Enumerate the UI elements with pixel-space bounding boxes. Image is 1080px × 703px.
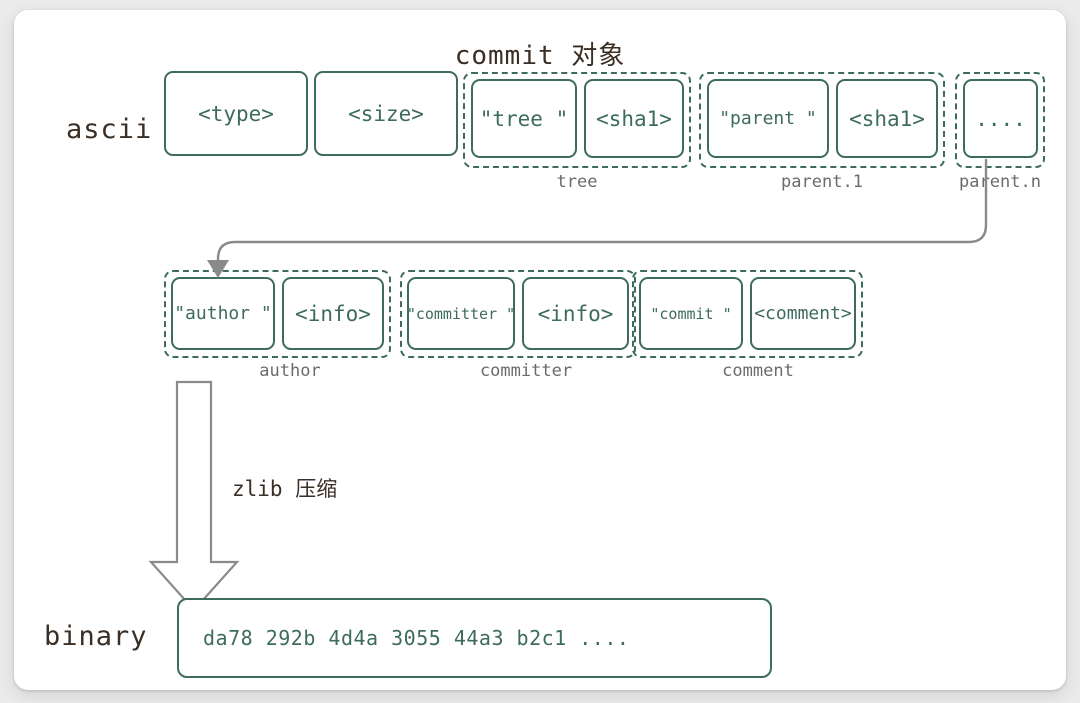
parent-sha1-box: <sha1> bbox=[836, 79, 938, 158]
tree-key-box: "tree " bbox=[471, 79, 577, 158]
binary-value-box: da78 292b 4d4a 3055 44a3 b2c1 .... bbox=[177, 598, 772, 678]
row-label-binary: binary bbox=[44, 621, 148, 652]
tree-sha1-box: <sha1> bbox=[584, 79, 684, 158]
committer-group bbox=[400, 270, 636, 358]
parent-n-box: .... bbox=[963, 79, 1038, 158]
author-group-label: author bbox=[259, 361, 321, 381]
parentn-group-label: parent.n bbox=[959, 172, 1041, 192]
author-key-box: "author " bbox=[171, 277, 275, 350]
tree-group-label: tree bbox=[556, 172, 598, 192]
parent1-group-label: parent.1 bbox=[781, 172, 863, 192]
parentn-group bbox=[955, 72, 1045, 168]
author-info-box: <info> bbox=[282, 277, 384, 350]
committer-info-box: <info> bbox=[522, 277, 629, 350]
page-title: commit 对象 bbox=[454, 41, 626, 71]
committer-key-box: "committer " bbox=[407, 277, 515, 350]
row-label-ascii: ascii bbox=[66, 114, 153, 145]
committer-group-label: committer bbox=[479, 361, 573, 381]
type-box: <type> bbox=[164, 71, 308, 156]
zlib-block-arrow bbox=[148, 380, 240, 612]
parent-key-box: "parent " bbox=[707, 79, 829, 158]
binary-value-text: da78 292b 4d4a 3055 44a3 b2c1 .... bbox=[203, 626, 630, 650]
zlib-arrow-label: zlib 压缩 bbox=[232, 477, 338, 501]
comment-group bbox=[632, 270, 863, 358]
comment-value-box: <comment> bbox=[750, 277, 856, 350]
size-box: <size> bbox=[314, 71, 458, 156]
author-group bbox=[164, 270, 391, 358]
diagram-card: commit 对象 ascii binary <type> <size> "tr… bbox=[14, 10, 1066, 690]
commit-key-box: "commit " bbox=[639, 277, 743, 350]
comment-group-label: comment bbox=[722, 361, 794, 381]
